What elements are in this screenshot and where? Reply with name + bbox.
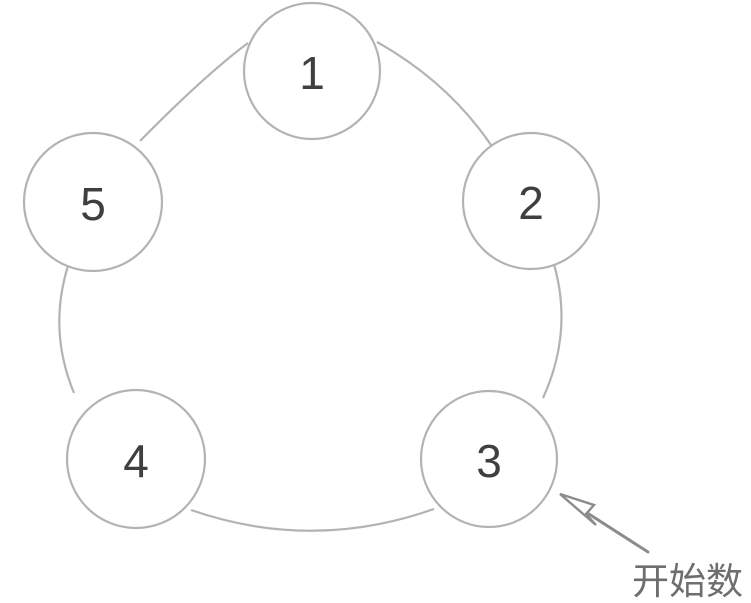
- node-4-label: 4: [123, 435, 149, 487]
- node-1-circle[interactable]: [242, 1, 382, 141]
- pointer-arrow-head-icon: [559, 492, 597, 526]
- node-4[interactable]: 4: [65, 388, 207, 530]
- edge-node3-to-node4: [190, 507, 435, 532]
- start-pointer-annotation: 开始数: [559, 492, 743, 603]
- edge-group: [58, 41, 563, 532]
- node-1[interactable]: 1: [242, 1, 382, 141]
- edge-node5-to-node1: [139, 42, 249, 142]
- node-2-circle[interactable]: [461, 131, 601, 271]
- node-3-circle[interactable]: [419, 389, 559, 529]
- node-5-label: 5: [80, 178, 106, 230]
- node-1-label: 1: [299, 47, 325, 99]
- node-2[interactable]: 2: [461, 131, 601, 271]
- start-pointer-label: 开始数: [632, 560, 743, 603]
- node-4-circle[interactable]: [65, 388, 207, 530]
- node-3[interactable]: 3: [419, 389, 559, 529]
- edge-node4-to-node5: [58, 265, 76, 394]
- edge-node1-to-node2: [376, 41, 492, 146]
- node-5[interactable]: 5: [22, 131, 164, 273]
- node-3-label: 3: [476, 435, 502, 487]
- pointer-arrow-shaft: [576, 505, 650, 554]
- node-2-label: 2: [518, 177, 544, 229]
- edge-node2-to-node3: [541, 260, 563, 399]
- node-5-circle[interactable]: [22, 131, 164, 273]
